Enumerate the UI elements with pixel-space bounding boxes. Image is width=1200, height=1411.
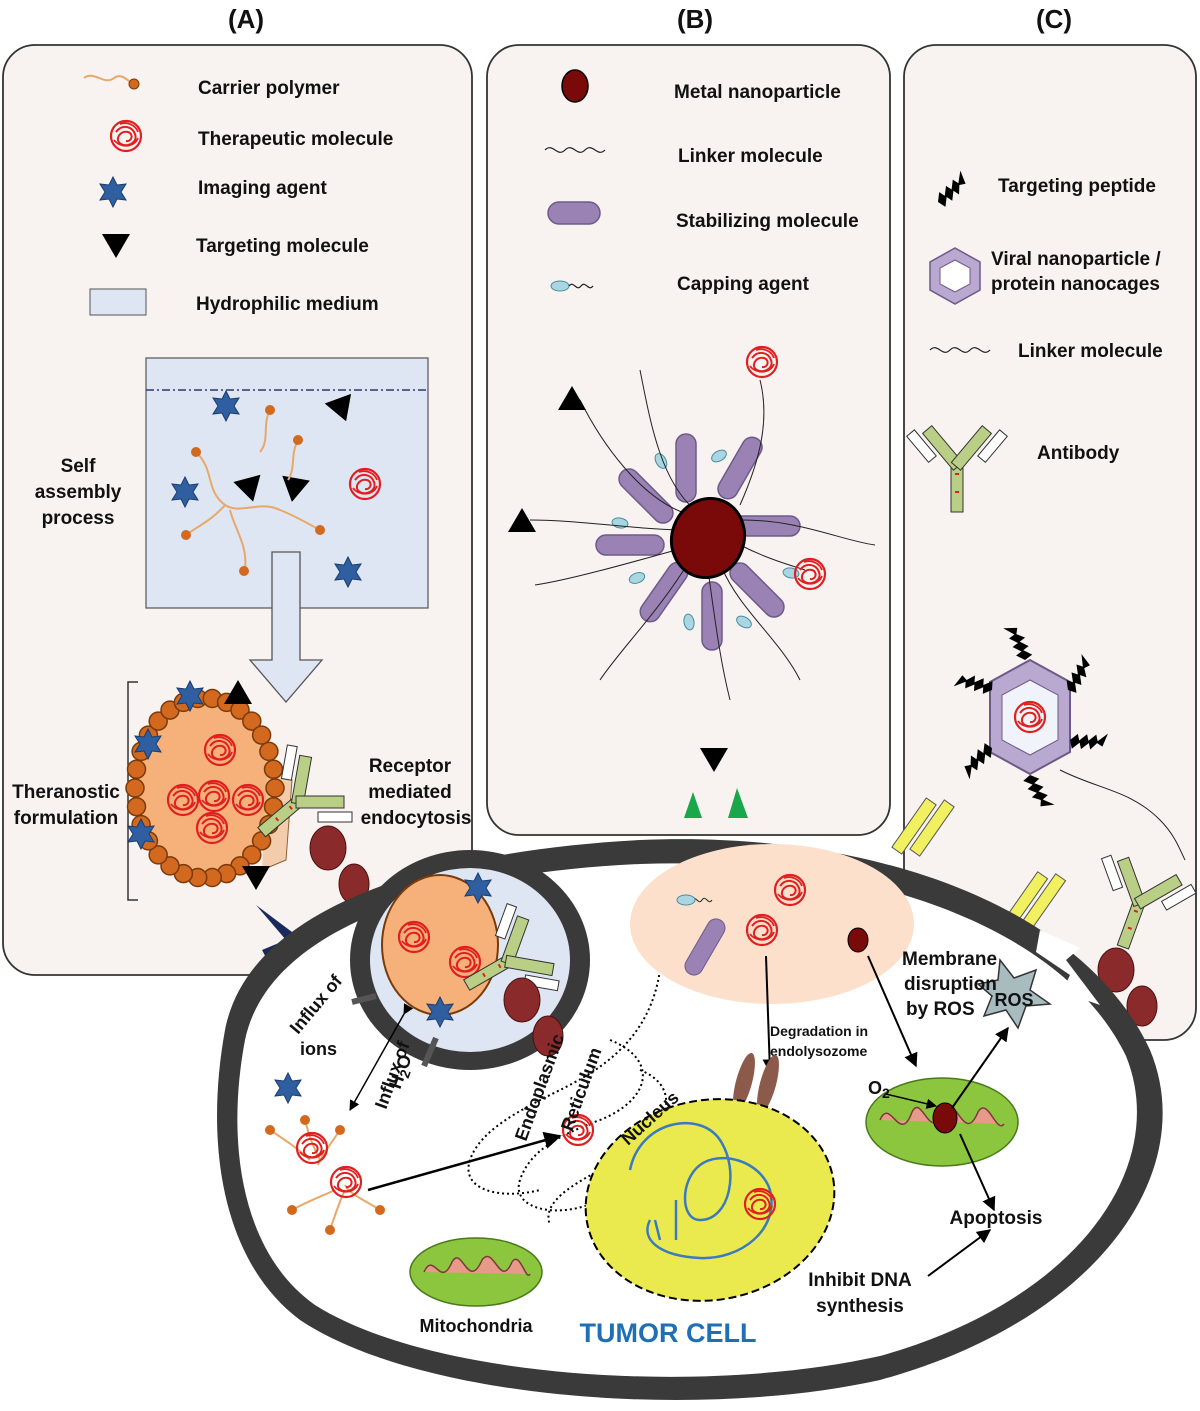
degraded-fragments: [733, 1052, 779, 1114]
endolysosome: [630, 844, 914, 1004]
mitochondria-label: Mitochondria: [420, 1316, 534, 1336]
o2-arrow: [885, 1093, 938, 1109]
capping-agent-icon: [550, 280, 594, 292]
panel-a-heading: (A): [228, 4, 264, 34]
inhibit-arrow: [927, 1229, 992, 1277]
nucleus: [584, 1098, 836, 1302]
legend-therapeutic-molecule: Therapeutic molecule: [198, 129, 393, 150]
hydrophilic-medium-icon: [89, 288, 147, 316]
ros-burst: [976, 958, 1053, 1030]
viral-nanoparticle-icon: [929, 247, 981, 305]
assembly-arrow: [248, 551, 324, 703]
legend-stabilizing-molecule: Stabilizing molecule: [676, 211, 859, 232]
theranostic-label-1: Theranostic: [12, 782, 120, 803]
self-assembly-label-3: process: [42, 508, 115, 529]
inhibit-label-1: Inhibit DNA: [808, 1270, 912, 1291]
legend-targeting-molecule: Targeting molecule: [196, 236, 369, 257]
legend-linker-molecule-c: Linker molecule: [1018, 341, 1163, 362]
carrier-polymer-bead: [263, 759, 284, 780]
influx-ions-2: ions: [300, 1039, 337, 1059]
metal-nanoparticle-assembly: [508, 345, 876, 701]
membrane-disruption-3: by ROS: [906, 999, 975, 1020]
stabilizing-molecule-icon: [547, 201, 601, 225]
inhibit-label-2: synthesis: [816, 1296, 904, 1317]
linker-molecule-icon-c: [929, 347, 991, 353]
receptor-label-3: endocytosis: [361, 808, 472, 829]
legend-imaging-agent: Imaging agent: [198, 178, 327, 199]
influx-arrows: [351, 993, 439, 1068]
degradation-label-1: Degradation in: [770, 1023, 868, 1039]
legend-targeting-peptide: Targeting peptide: [998, 176, 1156, 197]
released-polymer: [265, 1072, 385, 1235]
membrane-disruption-1: Membrane: [902, 949, 997, 970]
legend-hydrophilic-medium: Hydrophilic medium: [196, 294, 379, 315]
o2-label: O2: [868, 1078, 890, 1101]
receptor-label-2: mediated: [368, 782, 451, 803]
legend-antibody: Antibody: [1037, 443, 1120, 464]
legend-viral-nanoparticle-1: Viral nanoparticle /: [991, 249, 1161, 270]
self-assembly-label-2: assembly: [35, 482, 122, 503]
tumor-cell-label: TUMOR CELL: [580, 1318, 757, 1348]
release-arrow: [349, 1003, 414, 1111]
viral-nanoparticle-assembly: [953, 624, 1186, 861]
to-apoptosis-arrow: [959, 1133, 996, 1212]
to-ros-arrow: [951, 1026, 1009, 1109]
delivery-arrow: [367, 1131, 562, 1192]
legend-carrier-polymer: Carrier polymer: [198, 78, 340, 99]
apoptosis-label: Apoptosis: [950, 1208, 1043, 1229]
legend-capping-agent: Capping agent: [677, 274, 810, 295]
membrane-receptors-b: [684, 788, 748, 818]
degradation-label-2: endolysozome: [770, 1043, 867, 1059]
metal-nanoparticle-icon: [561, 69, 589, 103]
self-assembly-contents: [171, 390, 382, 588]
ros-label: ROS: [994, 990, 1033, 1010]
membrane-disruption-2: disruption: [904, 974, 997, 995]
ros-arrow: [867, 955, 918, 1068]
theranostic-label-2: formulation: [14, 808, 119, 829]
panel-b-heading: (B): [677, 4, 713, 34]
carrier-polymer-bead: [126, 796, 147, 817]
linker-molecule-icon: [544, 147, 606, 153]
self-assembly-label-1: Self: [61, 456, 97, 477]
carrier-polymer-bead: [259, 741, 279, 762]
carrier-polymer-bead: [251, 725, 272, 745]
carrier-polymer-bead: [265, 778, 285, 798]
membrane-rupture: [1036, 930, 1100, 1005]
mitochondria-organelle: [409, 1237, 543, 1307]
panel-c-heading: (C): [1036, 4, 1072, 34]
carrier-polymer-bead: [126, 759, 147, 780]
ros-mitochondria: [865, 1077, 1019, 1167]
receptor-label-1: Receptor: [369, 756, 452, 777]
legend-linker-molecule: Linker molecule: [678, 146, 823, 167]
endosome: [350, 850, 590, 1070]
legend-metal-nanoparticle: Metal nanoparticle: [674, 82, 841, 103]
degradation-arrow: [762, 955, 777, 1074]
carrier-polymer-icon: [83, 74, 140, 90]
legend-viral-nanoparticle-2: protein nanocages: [991, 274, 1160, 295]
carrier-polymer-bead: [125, 778, 145, 798]
membrane-channels-c: [891, 797, 1067, 929]
